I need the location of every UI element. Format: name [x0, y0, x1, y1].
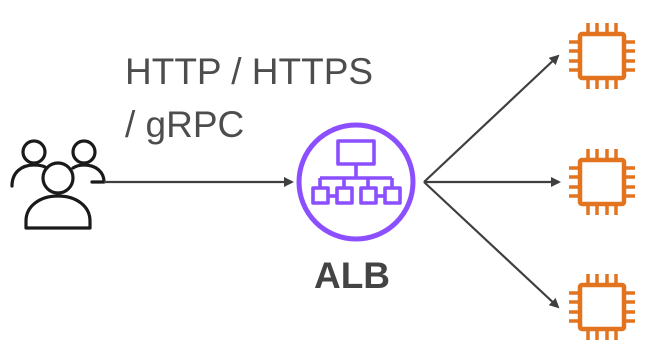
users-icon: [10, 139, 106, 230]
alb-to-instance-1-arrow: [423, 54, 560, 183]
ec2-instance-icon: [569, 274, 635, 340]
protocol-label-line-1: HTTP / HTTPS: [125, 51, 374, 92]
ec2-instance-icon: [569, 149, 635, 215]
alb-label: ALB: [313, 255, 391, 296]
alb-to-instance-3-arrow: [423, 181, 560, 309]
application-load-balancer-icon: [296, 122, 416, 242]
ec2-instance-icon: [569, 23, 635, 89]
protocol-label-line-2: / gRPC: [125, 104, 245, 145]
